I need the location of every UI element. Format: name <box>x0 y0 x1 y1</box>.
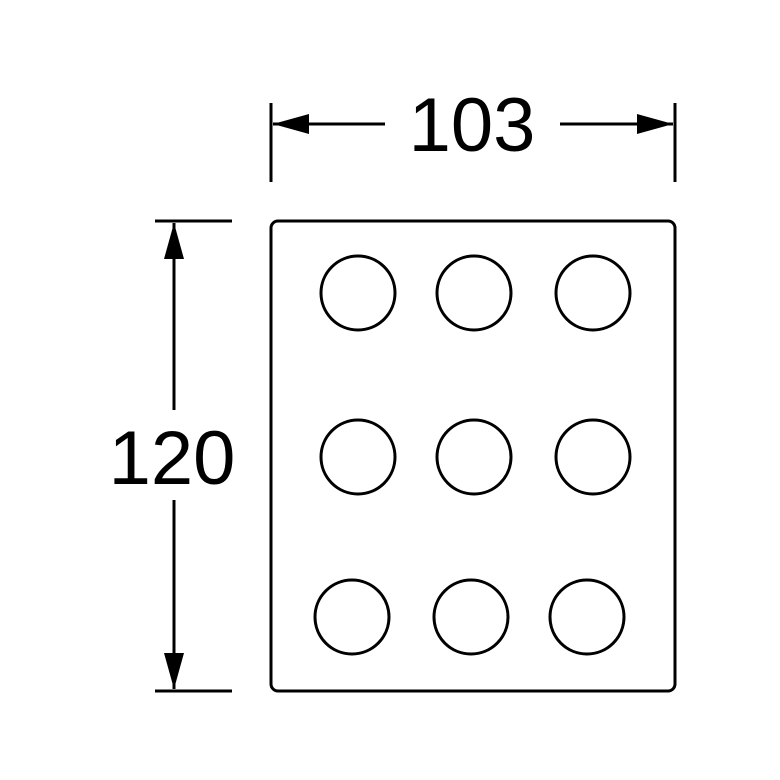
height-label: 120 <box>109 416 236 501</box>
hole <box>432 578 510 656</box>
hole <box>313 578 391 656</box>
hole <box>548 578 626 656</box>
width-dimension: 103 <box>269 83 677 182</box>
height-dimension: 120 <box>109 219 236 693</box>
hole <box>554 418 632 496</box>
hole <box>435 254 513 332</box>
width-label: 103 <box>409 83 536 168</box>
hole <box>435 418 513 496</box>
hole <box>554 254 632 332</box>
hole-grid <box>313 254 632 656</box>
hole <box>319 418 397 496</box>
hole <box>319 254 397 332</box>
panel-outline <box>269 219 677 693</box>
